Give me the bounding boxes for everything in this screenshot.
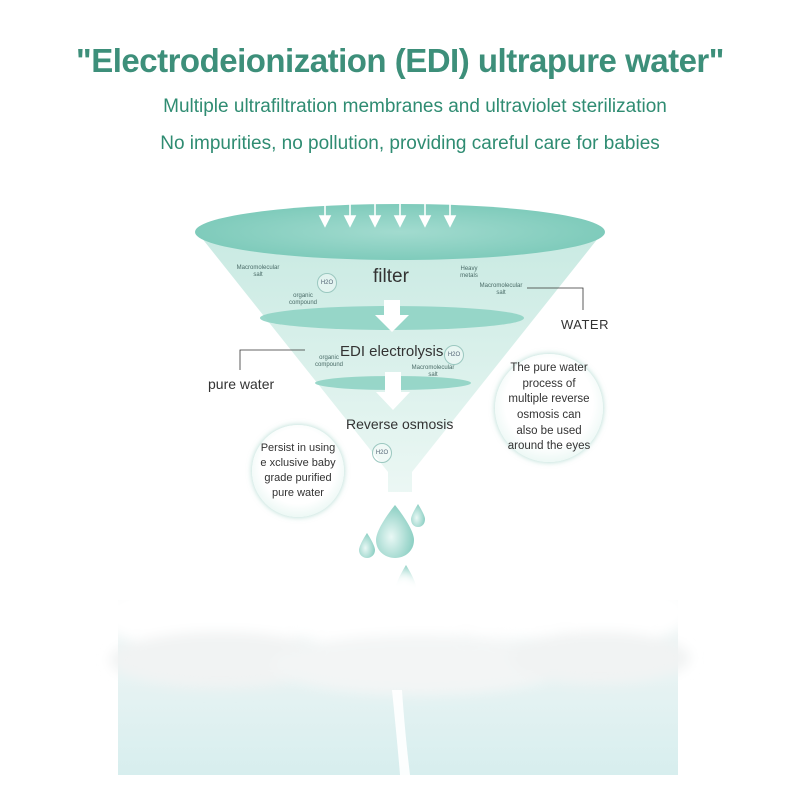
droplet-right: [411, 504, 425, 527]
pure-water-label: pure water: [208, 376, 275, 392]
inflow-arrows: [318, 193, 457, 228]
cotton-fibers: [100, 567, 690, 695]
particle-heavy-metals: Heavy metals: [460, 266, 478, 279]
info-bubble-right: The pure water process of multiple rever…: [495, 354, 603, 462]
h2o-molecule-2: H2O: [444, 345, 464, 365]
water-callout-line: [527, 287, 584, 310]
info-bubble-left: Persist in using e xclusive baby grade p…: [252, 425, 344, 517]
h2o-molecule-3: H2O: [372, 443, 392, 463]
funnel-top: [195, 204, 605, 260]
droplet-large: [376, 505, 414, 558]
page-title: "Electrodeionization (EDI) ultrapure wat…: [76, 42, 724, 79]
particle-organic-1: organic compound: [288, 293, 318, 306]
stage-arrow-1: [375, 300, 409, 332]
h2o-molecule-1: H2O: [317, 273, 337, 293]
particle-macro-salt-2: Macromolecular salt: [479, 283, 523, 296]
pure-water-callout-line: [239, 349, 305, 370]
subtitle-2: No impurities, no pollution, providing c…: [160, 133, 660, 154]
particle-macro-salt-3: Macromolecular salt: [411, 365, 455, 378]
stage-arrow-2: [376, 372, 410, 410]
particle-macro-salt-1: Macromolecular salt: [236, 265, 280, 278]
funnel-body: [197, 232, 603, 492]
info-bubble-left-text: Persist in using e xclusive baby grade p…: [260, 442, 336, 499]
subtitle-1: Multiple ultrafiltration membranes and u…: [163, 96, 667, 117]
droplet-left: [359, 533, 375, 558]
water-stream: [392, 690, 410, 775]
info-bubble-right-text: The pure water process of multiple rever…: [507, 362, 591, 453]
stage-filter-label: filter: [373, 266, 409, 287]
stage-ro-label: Reverse osmosis: [346, 416, 454, 432]
water-label: WATER: [561, 317, 609, 332]
stage-edi-label: EDI electrolysis: [340, 343, 444, 360]
particle-organic-2: organic compound: [314, 355, 344, 368]
